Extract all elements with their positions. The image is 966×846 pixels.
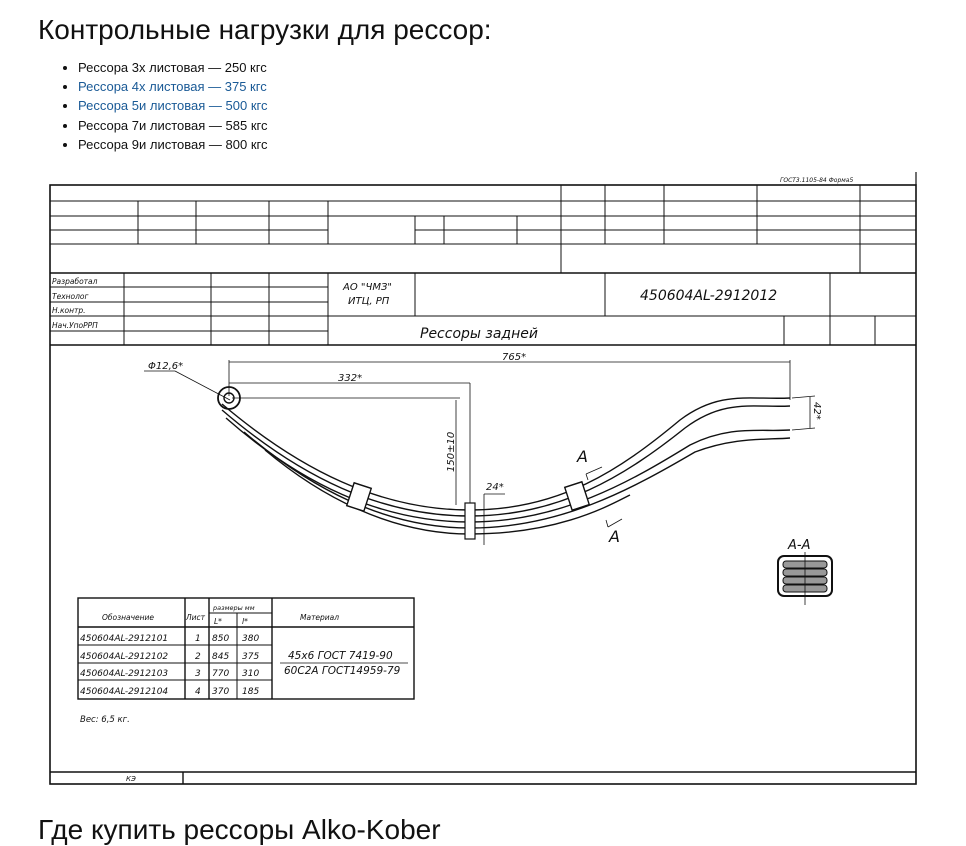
list-item: Рессора 4х листовая — 375 кгс	[78, 77, 267, 96]
cell-sheet: 4	[195, 687, 201, 697]
role-label: Нач.УпоРРП	[52, 321, 98, 330]
role-label: Технолог	[52, 292, 89, 301]
cell-L: 370	[212, 687, 229, 697]
spring-eye	[217, 386, 241, 410]
table-header: Материал	[300, 613, 339, 622]
load-link[interactable]: Рессора 5и листовая — 500 кгс	[78, 98, 268, 114]
section-mark: А	[608, 527, 620, 546]
cell-designation: 450604AL-2912101	[80, 634, 168, 644]
loads-list: Рессора 3х листовая — 250 кгс Рессора 4х…	[60, 58, 267, 154]
dim-half: 332*	[338, 373, 362, 384]
cell-designation: 450604AL-2912103	[80, 669, 168, 679]
loads-heading: Контрольные нагрузки для рессор:	[38, 14, 492, 45]
section-aa	[777, 552, 833, 605]
cell-L: 770	[212, 669, 229, 679]
cell-sheet: 1	[195, 634, 201, 644]
weight-note: Вес: 6,5 кг.	[80, 715, 130, 725]
cell-l: 375	[242, 652, 259, 662]
material-line2: 60С2А ГОСТ14959-79	[284, 665, 401, 677]
cell-l: 185	[242, 687, 259, 697]
cell-sheet: 2	[195, 652, 201, 662]
role-label: Разработал	[52, 277, 98, 286]
section-mark: А	[576, 447, 588, 466]
table-header: l*	[242, 617, 248, 626]
cell-designation: 450604AL-2912104	[80, 687, 168, 697]
table-header: размеры мм	[212, 604, 255, 612]
cell-designation: 450604AL-2912102	[80, 652, 168, 662]
cell-sheet: 3	[195, 669, 201, 679]
drawing-title: Рессоры задней	[420, 326, 538, 342]
dim-width: 24*	[486, 482, 504, 493]
table-header: L*	[214, 617, 222, 626]
form-note: ГОСТ3.1105-84 Форма5	[780, 177, 853, 184]
dim-eye: Φ12,6*	[148, 361, 183, 372]
cell-L: 850	[212, 634, 229, 644]
load-link[interactable]: Рессора 4х листовая — 375 кгс	[78, 79, 267, 95]
section-view-label: А-А	[787, 538, 810, 553]
clamp	[563, 480, 591, 512]
footer-code: КЭ	[126, 775, 136, 783]
dim-total: 765*	[502, 352, 526, 363]
clamp	[345, 481, 373, 513]
role-label: Н.контр.	[52, 306, 86, 315]
dim-end-gap: 42*	[811, 402, 822, 420]
list-item: Рессора 9и листовая — 800 кгс	[78, 135, 267, 154]
table-header: Лист	[185, 613, 206, 622]
list-item: Рессора 7и листовая — 585 кгс	[78, 116, 267, 135]
org-line1: АО "ЧМЗ"	[342, 282, 392, 293]
list-item: Рессора 5и листовая — 500 кгс	[78, 96, 267, 115]
spring-leaves	[221, 397, 791, 535]
cell-L: 845	[212, 652, 229, 662]
cell-l: 310	[242, 669, 259, 679]
table-header: Обозначение	[102, 613, 154, 622]
org-line2: ИТЦ, РП	[348, 296, 390, 307]
material-line1: 45x6 ГОСТ 7419-90	[288, 650, 393, 662]
list-item: Рессора 3х листовая — 250 кгс	[78, 58, 267, 77]
cell-l: 380	[242, 634, 259, 644]
doc-number: 450604AL-2912012	[640, 288, 777, 304]
where-to-buy-heading: Где купить рессоры Alko-Kober	[38, 814, 441, 845]
dim-height: 150±10	[446, 432, 457, 472]
center-bolt	[464, 502, 476, 540]
